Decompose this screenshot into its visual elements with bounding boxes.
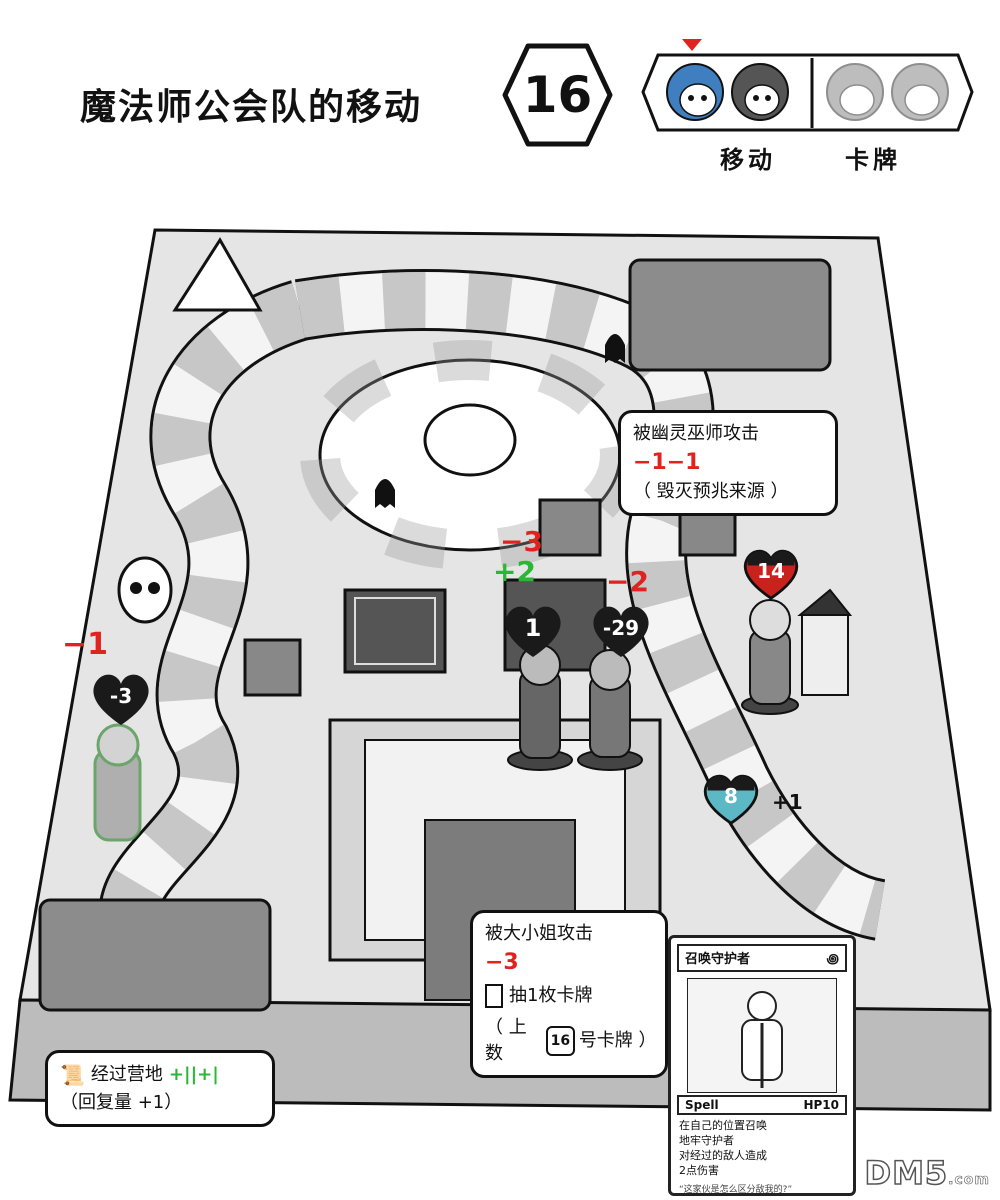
card-name: 召唤守护者 [685, 952, 751, 967]
treasure-chest-icon [538, 498, 602, 557]
page-title: 魔法师公会队的移动 [80, 87, 423, 128]
attack-note-top-line1: 被幽灵巫师攻击 [633, 423, 759, 444]
card-type: Spell [685, 1098, 719, 1112]
attack-note-bottom: 被大小姐攻击 −3 抽1枚卡牌 （ 上数 16 号卡牌 ） [470, 910, 668, 1079]
mage-figure-2 [577, 649, 643, 771]
attack-note-bottom-line2: −3 [485, 950, 519, 976]
skeleton-icon [117, 556, 173, 624]
attack-note-top-line3: （ 毁灭预兆来源 ） [633, 480, 789, 502]
card-desc-3: 对经过的敌人造成 [679, 1148, 767, 1162]
damage-minus3-top: −3 [500, 525, 543, 558]
card-hp: HP10 [803, 1098, 839, 1112]
heart-teal-icon [703, 774, 759, 825]
heal-plus2: +2 [493, 555, 536, 588]
portrait-blue-mage-icon [666, 63, 724, 121]
card-outline-icon [485, 984, 503, 1009]
attack-note-bottom-line3: 抽1枚卡牌 [509, 984, 593, 1006]
watermark-main: DM5 [864, 1153, 949, 1193]
turn-order-bar [641, 53, 974, 132]
camp-note-tally: +||+| [168, 1064, 219, 1086]
heart-center-icon [505, 606, 561, 657]
heart-red-value: 14 [757, 559, 785, 583]
portrait-faded-2-icon [891, 63, 949, 121]
watermark: DM5.com [864, 1153, 991, 1193]
camp-bottom-left [38, 898, 272, 1012]
card-desc-2: 地牢守护者 [679, 1133, 734, 1147]
green-aura-figure [93, 723, 142, 842]
spell-card: 召唤守护者 ꩜ Spell HP10 在自己的位置召唤 地牢守护者 对经过的敌人… [668, 935, 856, 1196]
deck-left [343, 588, 447, 674]
attack-note-bottom-line4-pre: （ 上数 [485, 1017, 527, 1065]
heart-left-icon [93, 674, 149, 725]
ghost-icon [605, 334, 625, 363]
phase-card-label: 卡牌 [845, 146, 901, 174]
damage-minus2: −2 [606, 565, 649, 598]
camp-note-line2: （回复量 +1） [60, 1092, 183, 1113]
tent-icon [172, 237, 263, 312]
camp-note-line1: 经过营地 [90, 1064, 163, 1086]
ghost-wizard-figure [741, 599, 799, 715]
heart-center-value: 1 [524, 614, 542, 642]
camp-top-right [628, 258, 832, 372]
scroll-icon: 📜 [60, 1063, 85, 1087]
current-turn-marker-icon [682, 39, 702, 51]
portrait-curly-hair-icon [731, 63, 789, 121]
heart-center-right-icon [593, 606, 649, 657]
camp-note: 📜 经过营地 +||+| （回复量 +1） [45, 1050, 275, 1128]
card-desc-4: 2点伤害 [679, 1163, 719, 1177]
heart-teal-value: 8 [724, 784, 738, 808]
attack-note-bottom-line4-post: 号卡牌 ） [578, 1030, 657, 1052]
round-hexagon-icon [502, 43, 613, 147]
portrait-faded-1-icon [826, 63, 884, 121]
plus1-right: +1 [772, 790, 803, 814]
hex-number-badge: 16 [546, 1026, 575, 1057]
heart-center-right-value: -29 [602, 616, 640, 640]
attack-note-bottom-line1: 被大小姐攻击 [485, 923, 593, 944]
attack-note-top: 被幽灵巫师攻击 −1−1 （ 毁灭预兆来源 ） [618, 410, 838, 517]
heart-left-value: -3 [109, 684, 133, 708]
watermark-sub: .com [948, 1172, 990, 1189]
card-swirl-icon: ꩜ [826, 952, 839, 967]
phase-move-label: 移动 [720, 146, 776, 174]
attack-note-top-line2: −1−1 [633, 450, 701, 476]
card-desc-1: 在自己的位置召唤 [679, 1119, 767, 1132]
card-quote: “这家伙是怎么区分敌我的?” [679, 1185, 793, 1196]
damage-minus1-left: −1 [62, 627, 109, 662]
heart-red-icon [743, 549, 799, 600]
mage-figure-1 [507, 644, 573, 771]
round-number: 16 [522, 66, 593, 124]
dungeon-guardian-icon [687, 978, 837, 1093]
